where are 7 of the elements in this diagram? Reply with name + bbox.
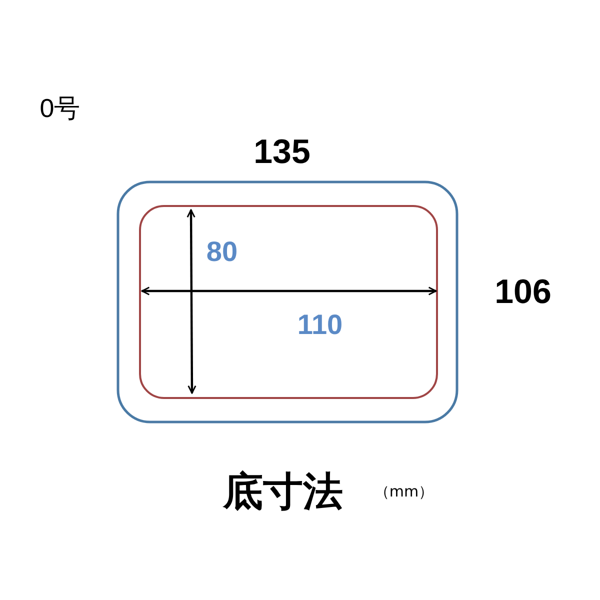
drawing-caption: 底寸法 <box>223 472 343 512</box>
dimension-value: 135 <box>254 135 310 169</box>
dimension-value: 106 <box>494 275 552 309</box>
unit-label: （mm） <box>374 484 434 500</box>
size-label: 0号 <box>40 95 80 121</box>
dimension-value: 80 <box>206 238 238 266</box>
dimension-value: 110 <box>297 311 343 339</box>
